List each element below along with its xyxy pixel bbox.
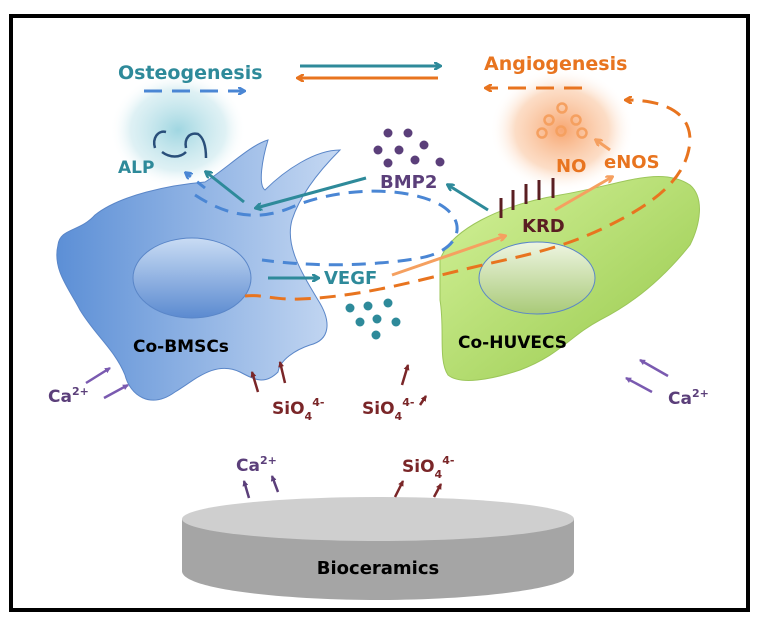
bioceramics-disk-side	[182, 519, 574, 600]
huvec-to-bmp2-arrow	[448, 185, 489, 212]
ca-arrow	[625, 376, 653, 394]
bmsc-cell-label: Co-BMSCs	[133, 337, 229, 357]
sio4-ion-left: SiO44-	[272, 396, 324, 423]
ca-ion-left: Ca2+	[48, 385, 89, 407]
svg-text:Ca2+: Ca2+	[48, 385, 89, 407]
angiogenesis-label: Angiogenesis	[484, 53, 627, 75]
svg-text:SiO44-: SiO44-	[272, 396, 324, 423]
sio4-arrow	[400, 364, 410, 386]
svg-text:Ca2+: Ca2+	[668, 387, 709, 409]
ca-ion-ceramic: Ca2+	[236, 454, 277, 476]
bmp2-particles	[373, 128, 445, 168]
angio-feedback-dashed-loop	[244, 100, 692, 301]
bmsc-to-alp-arrow	[206, 172, 245, 204]
alp-label: ALP	[118, 158, 154, 178]
alp-molecule-icon	[153, 130, 208, 159]
sio4-ion-ceramic: SiO44-	[402, 454, 454, 481]
svg-text:Ca2+: Ca2+	[236, 454, 277, 476]
osteogenesis-label: Osteogenesis	[118, 62, 263, 84]
vegf-label: VEGF	[324, 268, 377, 289]
ca-arrow	[242, 480, 251, 499]
ca-ion-right: Ca2+	[668, 387, 709, 409]
krd-receptors	[499, 178, 555, 218]
bmp2-label: BMP2	[380, 172, 437, 193]
ca-arrow	[85, 366, 111, 385]
sio4-arrow	[432, 483, 443, 498]
sio4-arrow	[418, 395, 428, 406]
alp-glow	[110, 72, 246, 188]
svg-text:SiO44-: SiO44-	[362, 396, 414, 423]
sio4-ion-middle: SiO44-	[362, 396, 414, 423]
bioceramics-disk-top	[182, 497, 574, 541]
bmp2-to-bmsc-arrow	[256, 176, 367, 208]
no-glow	[490, 68, 634, 192]
huvec-cell-label: Co-HUVECS	[458, 333, 567, 353]
enos-to-no-arrow	[596, 140, 611, 152]
sio4-arrow	[393, 480, 405, 498]
no-label: NO	[556, 156, 586, 177]
huvec-nucleus	[478, 241, 596, 315]
sio4-arrow	[278, 361, 287, 384]
bmsc-nucleus	[132, 237, 252, 319]
ca-arrow	[639, 358, 669, 378]
bioceramics-label: Bioceramics	[317, 558, 439, 579]
no-particles	[536, 102, 588, 139]
ca-arrow	[270, 475, 280, 493]
vegf-to-krd-arrow	[391, 236, 505, 277]
krd-label: KRD	[522, 216, 565, 237]
vegf-particles	[345, 298, 401, 340]
alp-dashed-arrow	[186, 173, 206, 190]
bmp2-feedback-dashed-loop	[194, 189, 459, 267]
sio4-arrow	[250, 371, 260, 393]
enos-label: eNOS	[604, 152, 660, 173]
krd-to-enos-arrow	[554, 177, 612, 212]
svg-text:SiO44-: SiO44-	[402, 454, 454, 481]
ca-arrow	[103, 383, 129, 400]
